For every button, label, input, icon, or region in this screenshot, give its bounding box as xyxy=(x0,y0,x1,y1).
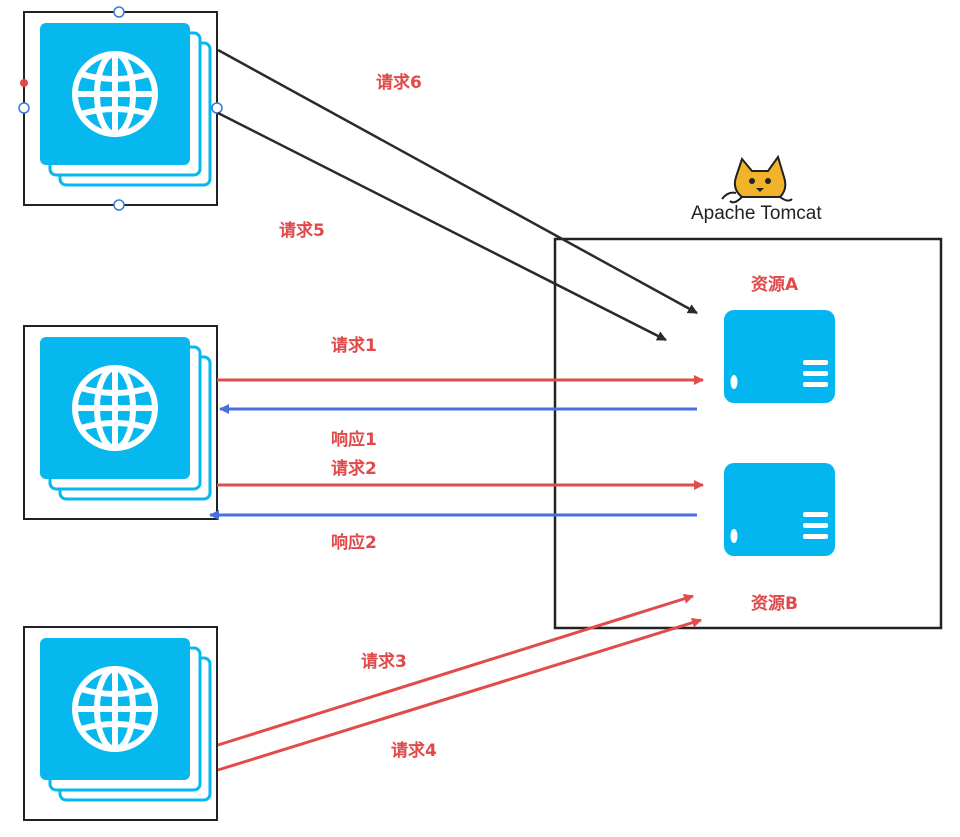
arrow-request-4[interactable] xyxy=(217,617,702,772)
label-request-3: 请求3 xyxy=(361,652,407,672)
label-request-4: 请求4 xyxy=(391,741,437,761)
selection-handle[interactable] xyxy=(18,102,30,114)
globe-browser-icon xyxy=(40,638,210,800)
rotate-handle[interactable] xyxy=(20,79,28,87)
label-response-2: 响应2 xyxy=(331,533,377,553)
tomcat-server-box[interactable] xyxy=(553,237,943,630)
browser-box-bottom[interactable] xyxy=(23,626,218,821)
tomcat-brand-text: Apache Tomcat xyxy=(691,203,822,224)
arrow-request-6[interactable] xyxy=(217,48,698,315)
resource-a-label: 资源A xyxy=(751,275,799,295)
browser-box-middle[interactable] xyxy=(23,325,218,520)
browser-box-top[interactable] xyxy=(18,6,223,211)
label-request-1: 请求1 xyxy=(331,336,377,356)
selection-handle[interactable] xyxy=(113,199,125,211)
label-request-5: 请求5 xyxy=(279,221,325,241)
globe-browser-icon xyxy=(40,337,210,499)
arrow-request-5[interactable] xyxy=(217,111,667,342)
selection-handle[interactable] xyxy=(113,6,125,18)
server-icon-resource-a[interactable] xyxy=(724,310,835,403)
label-request-6: 请求6 xyxy=(376,73,422,93)
selection-handle[interactable] xyxy=(211,102,223,114)
resource-b-label: 资源B xyxy=(751,594,798,614)
server-icon-resource-b[interactable] xyxy=(724,463,835,556)
globe-browser-icon xyxy=(40,23,210,185)
label-request-2: 请求2 xyxy=(331,459,377,479)
label-response-1: 响应1 xyxy=(331,430,377,450)
tomcat-logo xyxy=(721,154,793,204)
arrow-request-3[interactable] xyxy=(217,593,694,747)
